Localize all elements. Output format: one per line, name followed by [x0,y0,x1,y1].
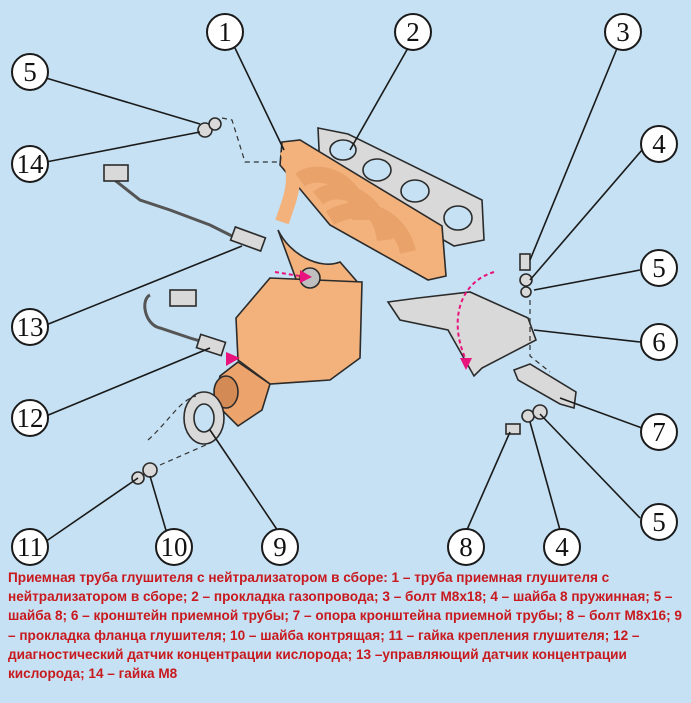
svg-text:5: 5 [23,57,37,87]
flange-gasket [183,391,225,445]
direction-arrows [274,271,495,361]
bracket-support [512,363,577,410]
svg-text:2: 2 [406,17,420,47]
callout-12: 12 [11,399,49,437]
down-pipe-bracket [386,291,537,378]
svg-text:10: 10 [161,532,188,562]
svg-text:12: 12 [17,403,44,433]
svg-text:14: 14 [17,149,45,179]
svg-text:5: 5 [652,253,666,283]
callout-4b: 4 [543,528,581,566]
callout-13: 13 [11,308,49,346]
callout-3: 3 [604,13,642,51]
manifold-gasket [317,127,485,247]
svg-text:9: 9 [273,532,287,562]
callout-6: 6 [640,323,678,361]
callout-7: 7 [640,413,678,451]
diagnostic-oxygen-sensor [143,289,227,357]
svg-text:4: 4 [555,532,569,562]
control-oxygen-sensor [103,164,267,253]
callout-9: 9 [261,528,299,566]
callout-4a: 4 [640,125,678,163]
callout-10: 10 [155,528,193,566]
svg-text:7: 7 [652,417,666,447]
callout-5b: 5 [640,249,678,287]
arrowheads [226,270,472,370]
svg-text:1: 1 [218,17,232,47]
svg-text:8: 8 [459,532,473,562]
svg-text:3: 3 [616,17,630,47]
assembly-lines [147,117,551,466]
callout-8: 8 [447,528,485,566]
diagram-caption: Приемная труба глушителя с нейтрализатор… [8,570,682,682]
hardware [131,117,548,485]
callout-14: 14 [11,145,49,183]
svg-text:13: 13 [17,312,44,342]
svg-text:5: 5 [652,507,666,537]
callout-2: 2 [394,13,432,51]
svg-text:11: 11 [17,532,43,562]
callout-11: 11 [11,528,49,566]
callout-5c: 5 [640,503,678,541]
callout-5a: 5 [11,53,49,91]
exhaust-assembly-diagram: 1 2 3 4 5 14 5 6 13 12 7 5 11 10 9 8 4 [11,13,678,566]
svg-text:6: 6 [652,327,666,357]
svg-text:4: 4 [652,129,666,159]
callout-1: 1 [206,13,244,51]
